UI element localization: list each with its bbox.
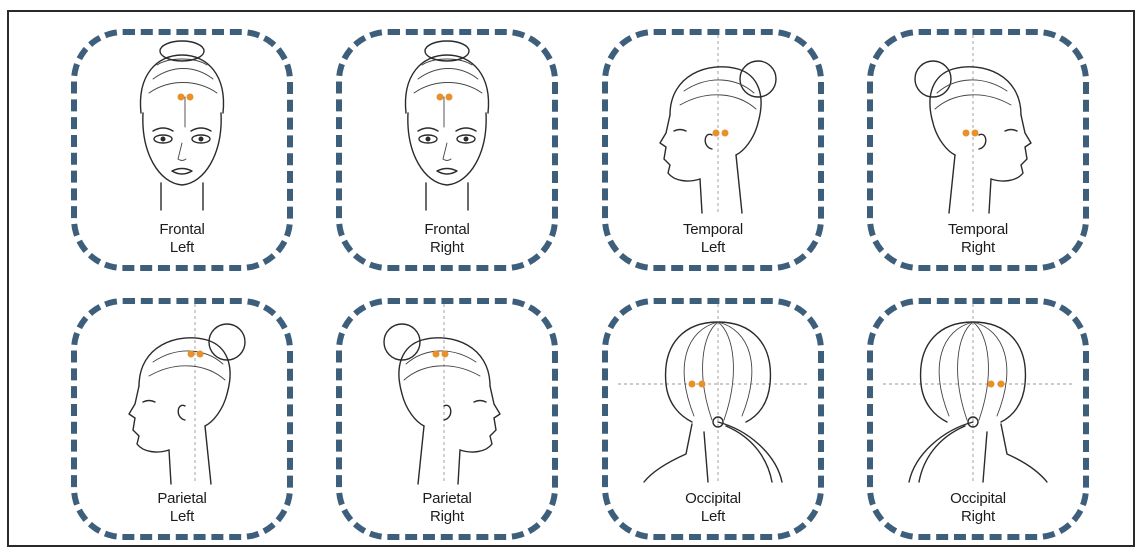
caption-line1: Temporal	[608, 221, 818, 239]
panel-occipital-right: Occipital Right	[867, 298, 1089, 540]
caption-line2: Right	[873, 239, 1083, 257]
caption-line2: Right	[873, 508, 1083, 526]
caption-line1: Occipital	[873, 490, 1083, 508]
caption-line1: Frontal	[342, 221, 552, 239]
caption-line2: Right	[342, 239, 552, 257]
panel-caption: Parietal Left	[77, 490, 287, 526]
front-face-illustration	[342, 35, 552, 215]
panel-frontal-left: Frontal Left	[71, 29, 293, 271]
caption-line1: Parietal	[342, 490, 552, 508]
caption-line2: Left	[77, 239, 287, 257]
panel-caption: Temporal Right	[873, 221, 1083, 257]
panel-caption: Temporal Left	[608, 221, 818, 257]
caption-line2: Left	[608, 508, 818, 526]
caption-line1: Parietal	[77, 490, 287, 508]
diagram-frame: Frontal Left Frontal Right	[7, 10, 1135, 547]
panel-occipital-left: Occipital Left	[602, 298, 824, 540]
caption-line1: Occipital	[608, 490, 818, 508]
back-head-illustration	[608, 304, 818, 484]
profile-face-illustration	[77, 304, 287, 484]
panel-caption: Occipital Left	[608, 490, 818, 526]
panel-frontal-right: Frontal Right	[336, 29, 558, 271]
front-face-illustration	[77, 35, 287, 215]
panel-temporal-right: Temporal Right	[867, 29, 1089, 271]
panel-parietal-left: Parietal Left	[71, 298, 293, 540]
panel-caption: Occipital Right	[873, 490, 1083, 526]
caption-line2: Right	[342, 508, 552, 526]
panel-parietal-right: Parietal Right	[336, 298, 558, 540]
caption-line2: Left	[608, 239, 818, 257]
panel-caption: Frontal Left	[77, 221, 287, 257]
back-head-illustration	[873, 304, 1083, 484]
panel-caption: Parietal Right	[342, 490, 552, 526]
profile-face-illustration	[608, 35, 818, 215]
profile-face-illustration	[873, 35, 1083, 215]
caption-line2: Left	[77, 508, 287, 526]
caption-line1: Frontal	[77, 221, 287, 239]
profile-face-illustration	[342, 304, 552, 484]
panel-temporal-left: Temporal Left	[602, 29, 824, 271]
caption-line1: Temporal	[873, 221, 1083, 239]
panel-caption: Frontal Right	[342, 221, 552, 257]
